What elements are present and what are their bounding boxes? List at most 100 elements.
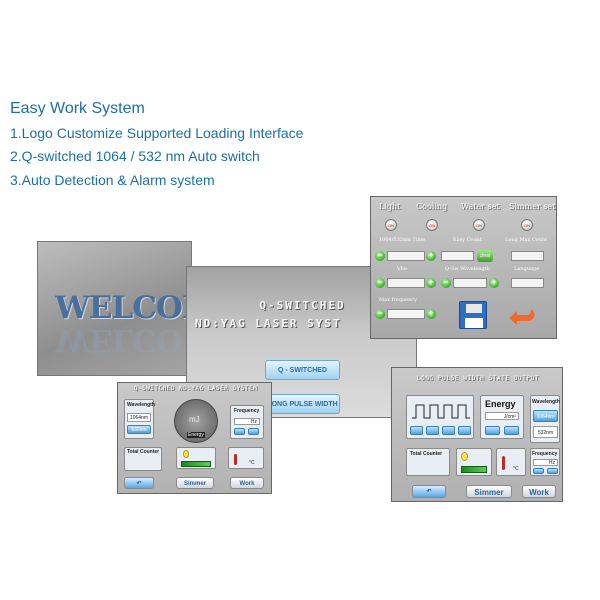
clear-button[interactable]: clear: [477, 250, 493, 262]
pulse-wave-icon: [412, 404, 470, 419]
lp-energy-minus-button[interactable]: [485, 426, 500, 435]
qs-simmer-button[interactable]: Simmer: [176, 477, 214, 489]
lp-energy-value: J/cm²: [485, 412, 519, 420]
qs-wavelength-label: Wavelength: [127, 402, 155, 408]
feature-item-2: 2.Q-switched 1064 / 532 nm Auto switch: [10, 148, 260, 164]
qs-freq-minus-button[interactable]: [234, 428, 245, 435]
qs-total-counter-label: Total Counter: [127, 449, 160, 455]
wavelength-field[interactable]: [453, 278, 487, 288]
lp-freq-plus-button[interactable]: [547, 468, 558, 474]
qs-532-option[interactable]: 532nm: [127, 425, 151, 434]
language-label: Language: [514, 266, 540, 272]
pulse-key-1[interactable]: [410, 426, 423, 435]
lp-status-panel: [456, 448, 492, 476]
qs-total-counter-panel: Total Counter: [124, 447, 162, 471]
lp-wavelength-panel: Wavelength 1064nm 532nm: [530, 395, 560, 443]
back-arrow-icon: ↶: [136, 481, 142, 487]
cooling-label: Cooling: [416, 202, 448, 211]
qs-frequency-label: Frequency: [234, 408, 260, 414]
pulse-key-2[interactable]: [426, 426, 439, 435]
lamp-icon: [183, 450, 189, 458]
q-switched-button[interactable]: Q - SWITCHED: [265, 360, 340, 380]
qs-freq-plus-button[interactable]: [248, 428, 259, 435]
long-max-count-label: Long Max Count: [505, 237, 548, 243]
qs-work-button[interactable]: Work: [230, 477, 264, 489]
feature-item-3: 3.Auto Detection & Alarm system: [10, 172, 215, 188]
back-arrow-icon: ↶: [426, 489, 432, 495]
wavelength-minus-button[interactable]: −: [441, 278, 451, 288]
long-pulse-width-button[interactable]: LONG PULSE WIDTH: [265, 394, 340, 414]
language-field[interactable]: [511, 278, 544, 288]
battery-level-icon: [181, 461, 211, 467]
qs-status-panel: [176, 447, 216, 469]
qs-frequency-value: Hz: [234, 418, 260, 425]
lp-simmer-button[interactable]: Simmer: [466, 485, 512, 498]
qs-temp-unit: °C: [249, 460, 255, 466]
easy-count-field[interactable]: [441, 251, 474, 261]
wavelength-plus-button[interactable]: +: [489, 278, 499, 288]
long-max-count-field[interactable]: [511, 251, 544, 261]
lp-back-button[interactable]: ↶: [412, 485, 446, 498]
lp-temp-unit: °C: [513, 466, 519, 472]
time-field[interactable]: [387, 251, 425, 261]
freq-plus-button[interactable]: +: [426, 309, 436, 319]
lp-energy-plus-button[interactable]: [504, 426, 519, 435]
lp-total-counter-label: Total Counter: [410, 451, 443, 457]
qs-wavelength-panel: Wavelength 1064nm 532nm: [124, 399, 155, 439]
lp-work-button[interactable]: Work: [522, 485, 556, 498]
simmer-set-toggle[interactable]: ON: [521, 219, 533, 231]
qs-temperature-panel: °C: [228, 447, 264, 469]
max-frequency-field[interactable]: [387, 309, 425, 319]
lp-total-counter-panel: Total Counter: [406, 448, 450, 476]
qs-1064-option[interactable]: 1064nm: [127, 413, 151, 422]
wavelength-label: Q-Sw Wavelength: [445, 266, 490, 272]
feature-item-1: 1.Logo Customize Supported Loading Inter…: [10, 125, 304, 141]
back-arrow-icon[interactable]: [509, 305, 537, 325]
time-plus-button[interactable]: +: [426, 251, 436, 261]
time-minus-button[interactable]: −: [375, 251, 385, 261]
energy-dial[interactable]: mJ Energy: [174, 399, 218, 443]
lp-freq-minus-button[interactable]: [533, 468, 544, 474]
pulse-mode-panel: [406, 395, 474, 439]
lp-energy-panel: Energy J/cm²: [480, 395, 524, 439]
vhe-field[interactable]: [387, 278, 425, 288]
thermometer-icon: [502, 456, 505, 470]
easy-count-label: Easy Count: [453, 237, 482, 243]
q-switched-work-screen: Q-SWITCHED ND:YAG LASER SYSTEM Wavelengt…: [117, 382, 272, 494]
lp-frequency-label: Frequency: [532, 451, 558, 457]
lp-wavelength-label: Wavelength: [532, 399, 560, 405]
pulse-key-3[interactable]: [442, 426, 455, 435]
time-label: 1064/532nm Time: [379, 237, 426, 243]
simmer-set-label: Simmer set: [509, 202, 556, 211]
page-title: Easy Work System: [10, 100, 145, 117]
lp-1064-option[interactable]: 1064nm: [533, 410, 558, 422]
max-frequency-label: Max frequency: [379, 297, 417, 303]
mode-title-line1: Q-SWITCHED: [259, 299, 346, 312]
qs-back-button[interactable]: ↶: [124, 477, 154, 489]
lp-temperature-panel: °C: [496, 448, 526, 476]
cooling-toggle[interactable]: ON: [426, 219, 438, 231]
settings-screen: Light Cooling Water set Simmer set ON ON…: [370, 196, 557, 339]
vhe-label: Vhe: [397, 266, 407, 272]
lp-532-option[interactable]: 532nm: [533, 426, 558, 438]
mode-title-line2: ND:YAG LASER SYST: [195, 317, 342, 330]
lp-frequency-panel: Frequency Hz: [530, 448, 560, 476]
save-icon[interactable]: [459, 301, 487, 329]
water-set-toggle[interactable]: ON: [473, 219, 485, 231]
freq-minus-button[interactable]: −: [375, 309, 385, 319]
welcome-screen: WELCOME WELCOME: [37, 241, 239, 376]
energy-label: Energy: [187, 432, 205, 438]
battery-level-icon: [461, 466, 487, 473]
vhe-plus-button[interactable]: +: [426, 278, 436, 288]
qs-frequency-panel: Frequency Hz: [230, 405, 264, 439]
lamp-icon: [461, 452, 468, 461]
water-set-label: Water set: [461, 202, 500, 211]
energy-unit: mJ: [189, 415, 200, 424]
vhe-minus-button[interactable]: −: [375, 278, 385, 288]
light-toggle[interactable]: ON: [385, 219, 397, 231]
lp-frequency-value: Hz: [533, 459, 558, 466]
lp-title: LONG PULSE WIDTH STATE OUTPUT: [416, 375, 540, 382]
thermometer-icon: [234, 454, 237, 465]
qs-title: Q-SWITCHED ND:YAG LASER SYSTEM: [133, 385, 258, 392]
pulse-key-4[interactable]: [458, 426, 471, 435]
